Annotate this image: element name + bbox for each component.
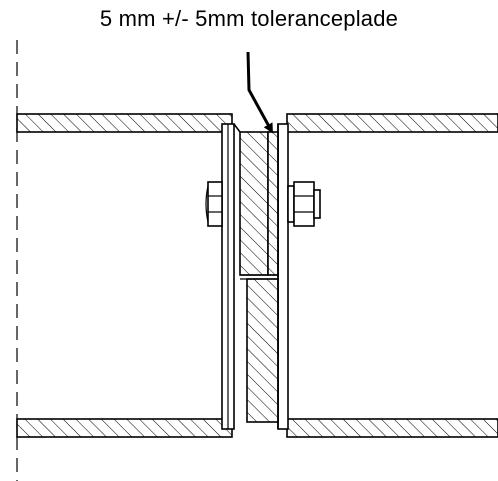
right-bolt-nut bbox=[287, 181, 321, 227]
tolerance-plate bbox=[267, 131, 279, 276]
upper-plate bbox=[239, 131, 269, 276]
right-bottom-flange bbox=[286, 418, 498, 438]
left-bottom-flange bbox=[16, 418, 233, 438]
tolerance-plate-label: 5 mm +/- 5mm toleranceplade bbox=[99, 6, 399, 31]
right-top-flange bbox=[286, 113, 498, 133]
lower-plate bbox=[246, 278, 279, 423]
leader-arrow bbox=[246, 51, 273, 134]
right-end-plate bbox=[277, 123, 289, 430]
left-top-flange bbox=[16, 113, 233, 133]
left-bolt-nut bbox=[205, 181, 223, 227]
